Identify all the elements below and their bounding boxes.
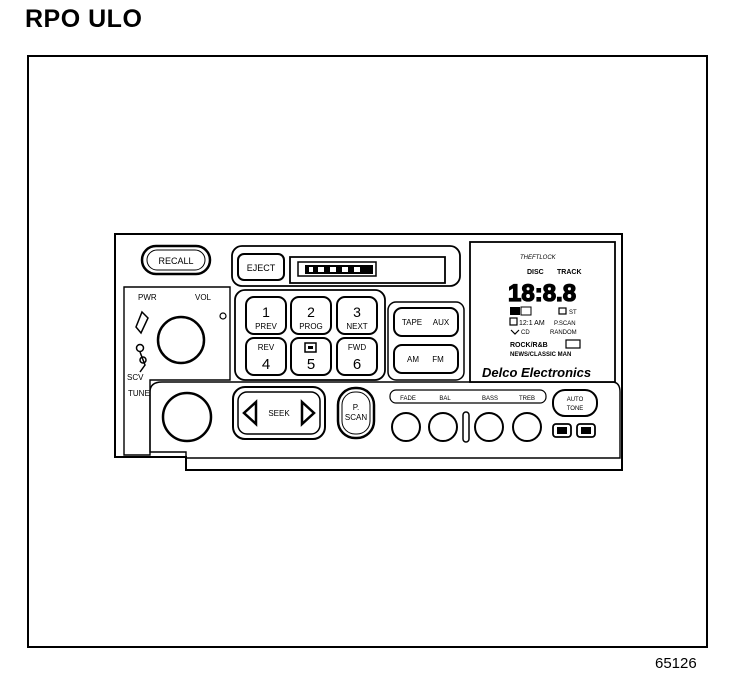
volume-knob[interactable] bbox=[156, 315, 206, 365]
preset-4-number: 4 bbox=[262, 356, 270, 373]
page-title: RPO ULO bbox=[25, 5, 143, 33]
small-button-left-icon bbox=[557, 427, 567, 434]
theftlock-label: THEFTLOCK bbox=[520, 255, 557, 261]
fade-label: FADE bbox=[400, 396, 416, 402]
cassette-slot-icon bbox=[297, 261, 377, 277]
scv-label: SCV bbox=[127, 373, 144, 382]
cassette-door-frame bbox=[231, 245, 461, 287]
pscan-label-2: SCAN bbox=[345, 413, 367, 422]
preset-2-button[interactable]: 2 PROG bbox=[290, 296, 332, 335]
preset-block bbox=[234, 289, 386, 381]
aux-label: AUX bbox=[433, 318, 450, 327]
volume-indicator-led bbox=[219, 312, 227, 320]
preset-4-button[interactable]: REV 4 bbox=[245, 337, 287, 376]
treb-label: TREB bbox=[519, 396, 535, 402]
preset-4-caption: REV bbox=[258, 343, 275, 352]
preset-2-number: 2 bbox=[307, 304, 315, 320]
seek-left-arrow-icon bbox=[242, 399, 258, 427]
figure-number: 65126 bbox=[655, 655, 697, 672]
tune-knob[interactable] bbox=[161, 391, 213, 443]
brand-logo: Delco Electronics bbox=[482, 365, 591, 380]
tone-label-strip bbox=[389, 389, 547, 404]
band-block bbox=[387, 301, 465, 381]
preset-6-caption: FWD bbox=[348, 343, 366, 352]
tape-label: TAPE bbox=[402, 318, 422, 327]
display-indicator-icons bbox=[509, 306, 581, 349]
tone-divider bbox=[462, 411, 470, 443]
display-pscan-label: P.SCAN bbox=[554, 321, 576, 327]
tune-label: TUNE bbox=[128, 389, 150, 398]
preset-3-number: 3 bbox=[353, 304, 361, 320]
preset-1-caption: PREV bbox=[255, 322, 277, 331]
track-label: TRACK bbox=[557, 269, 582, 276]
seek-right-arrow-icon bbox=[300, 399, 316, 427]
tape-aux-button[interactable]: TAPE AUX bbox=[393, 307, 459, 337]
auto-tone-label-1: AUTO bbox=[567, 397, 584, 403]
display-digits: 18:8.8 bbox=[508, 280, 576, 307]
auto-tone-label-2: TONE bbox=[567, 406, 584, 412]
random-label: RANDOM bbox=[550, 330, 577, 336]
pscan-button[interactable]: P. SCAN bbox=[336, 386, 376, 440]
bass-knob[interactable] bbox=[474, 412, 504, 442]
preset-6-button[interactable]: FWD 6 bbox=[336, 337, 378, 376]
pwr-scv-indicator-icon bbox=[135, 310, 149, 373]
eject-button[interactable]: EJECT bbox=[237, 253, 285, 281]
preset-3-caption: NEXT bbox=[346, 322, 367, 331]
bal-knob[interactable] bbox=[428, 412, 458, 442]
seek-button[interactable]: SEEK bbox=[232, 386, 326, 440]
pwr-label: PWR bbox=[138, 293, 157, 302]
preset-5-button[interactable]: 5 bbox=[290, 337, 332, 376]
preset-3-button[interactable]: 3 NEXT bbox=[336, 296, 378, 335]
bass-label: BASS bbox=[482, 396, 498, 402]
cassette-slot bbox=[289, 256, 446, 284]
preset-1-number: 1 bbox=[262, 304, 270, 320]
small-button-left[interactable] bbox=[552, 423, 572, 438]
disc-label: DISC bbox=[527, 269, 544, 276]
small-button-right[interactable] bbox=[576, 423, 596, 438]
rock-label: ROCK/R&B bbox=[510, 342, 548, 349]
eject-label: EJECT bbox=[247, 263, 276, 273]
bal-label: BAL bbox=[439, 396, 451, 402]
fm-label: FM bbox=[432, 355, 444, 364]
time-label: 12:1 AM bbox=[519, 320, 545, 327]
preset-2-caption: PROG bbox=[299, 322, 323, 331]
recall-button[interactable]: RECALL bbox=[140, 244, 212, 276]
am-fm-button[interactable]: AM FM bbox=[393, 344, 459, 374]
recall-label: RECALL bbox=[158, 256, 193, 266]
auto-tone-button[interactable]: AUTO TONE bbox=[552, 389, 598, 417]
news-label: NEWS/CLASSIC MAN bbox=[510, 352, 571, 358]
pscan-label-1: P. bbox=[353, 403, 360, 412]
left-panel-outline bbox=[123, 286, 231, 456]
vol-label: VOL bbox=[195, 293, 212, 302]
fade-knob[interactable] bbox=[391, 412, 421, 442]
figure-frame bbox=[27, 55, 708, 648]
display-panel bbox=[469, 241, 616, 383]
preset-6-number: 6 bbox=[353, 356, 361, 373]
am-label: AM bbox=[407, 355, 419, 364]
treb-knob[interactable] bbox=[512, 412, 542, 442]
seek-label: SEEK bbox=[268, 409, 290, 418]
preset-1-button[interactable]: 1 PREV bbox=[245, 296, 287, 335]
small-button-right-icon bbox=[581, 427, 591, 434]
st-label: ST bbox=[569, 310, 577, 316]
cd-label: CD bbox=[521, 330, 530, 336]
preset-5-number: 5 bbox=[307, 356, 315, 373]
